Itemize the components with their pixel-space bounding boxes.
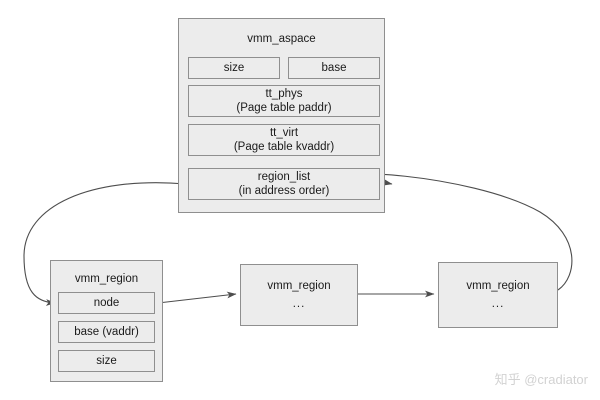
vmm-aspace-title: vmm_aspace bbox=[247, 33, 316, 45]
vmm-region-1-field-node-label: node bbox=[93, 296, 120, 309]
aspace-field-tt-virt-label: tt_virt bbox=[269, 126, 299, 139]
vmm-region-1-field-base-vaddr[interactable]: base (vaddr) bbox=[58, 321, 155, 343]
aspace-field-tt-phys-label: tt_phys bbox=[265, 87, 303, 100]
vmm-region-2-title: vmm_region bbox=[267, 280, 331, 292]
vmm-region-2-box[interactable] bbox=[240, 264, 358, 326]
aspace-field-size-label: size bbox=[223, 61, 245, 74]
aspace-field-region-list[interactable]: region_list (in address order) bbox=[188, 168, 380, 200]
vmm-region-1-field-size-label: size bbox=[96, 354, 117, 367]
aspace-field-tt-phys-sublabel: (Page table paddr) bbox=[236, 102, 332, 114]
vmm-region-2-ellipsis: ... bbox=[292, 298, 306, 310]
vmm-region-1-title: vmm_region bbox=[74, 273, 139, 285]
aspace-field-tt-virt-sublabel: (Page table kvaddr) bbox=[233, 141, 335, 153]
vmm-region-1-field-base-vaddr-label: base (vaddr) bbox=[74, 325, 139, 338]
vmm-region-3-content: vmm_region ... bbox=[438, 262, 558, 328]
vmm-region-1-field-size[interactable]: size bbox=[58, 350, 155, 372]
aspace-field-region-list-sublabel: (in address order) bbox=[238, 185, 330, 197]
vmm-region-3-ellipsis: ... bbox=[491, 298, 505, 310]
vmm-region-3-title: vmm_region bbox=[466, 280, 530, 292]
watermark: 知乎 @cradiator bbox=[494, 372, 588, 387]
aspace-field-tt-phys[interactable]: tt_phys (Page table paddr) bbox=[188, 85, 380, 117]
aspace-field-size[interactable]: size bbox=[188, 57, 280, 79]
aspace-field-region-list-label: region_list bbox=[257, 170, 311, 183]
aspace-field-tt-virt[interactable]: tt_virt (Page table kvaddr) bbox=[188, 124, 380, 156]
vmm-region-3-box[interactable] bbox=[438, 262, 558, 328]
aspace-field-base-label: base bbox=[321, 61, 347, 74]
vmm-region-2-content: vmm_region ... bbox=[240, 264, 358, 326]
vmm-region-1-field-node[interactable]: node bbox=[58, 292, 155, 314]
aspace-field-base[interactable]: base bbox=[288, 57, 380, 79]
edge-first-node-to-second-region bbox=[157, 291, 237, 304]
